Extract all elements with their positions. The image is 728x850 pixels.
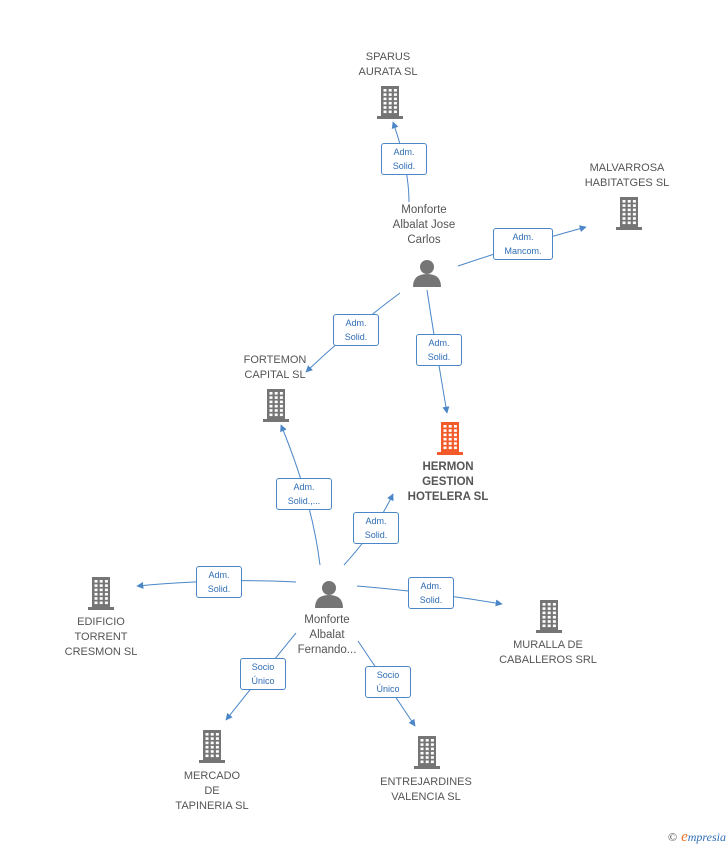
- building-icon: [536, 600, 562, 633]
- company-label-mercado[interactable]: MERCADO DE TAPINERIA SL: [175, 770, 249, 812]
- brand-footer[interactable]: ©empresia: [668, 829, 726, 846]
- edge-label-jose-sparus[interactable]: Adm. Solid.: [381, 143, 427, 175]
- company-label-edificio[interactable]: EDIFICIO TORRENT CRESMON SL: [64, 616, 138, 658]
- company-label-fortemon[interactable]: FORTEMON CAPITAL SL: [243, 354, 307, 381]
- person-label-fernando[interactable]: Monforte Albalat Fernando...: [297, 614, 357, 656]
- edge-label-fernando-hermon[interactable]: Adm. Solid.: [353, 512, 399, 544]
- brand-name: mpresia: [687, 830, 726, 844]
- company-label-muralla[interactable]: MURALLA DE CABALLEROS SRL: [499, 639, 597, 666]
- company-label-entrejardines[interactable]: ENTREJARDINES VALENCIA SL: [380, 776, 472, 803]
- brand-initial: e: [681, 829, 688, 845]
- edge-label-fernando-muralla[interactable]: Adm. Solid.: [408, 577, 454, 609]
- building-icon: [88, 577, 114, 610]
- person-label-jose[interactable]: Monforte Albalat Jose Carlos: [392, 204, 456, 246]
- edge-label-fernando-entrejardines[interactable]: Socio Único: [365, 666, 411, 698]
- building-icon: [414, 736, 440, 769]
- company-label-malvarrosa[interactable]: MALVARROSA HABITATGES SL: [584, 162, 670, 189]
- edge-label-fernando-edificio[interactable]: Adm. Solid.: [196, 566, 242, 598]
- building-icon: [437, 422, 463, 455]
- edge-label-jose-malvarrosa[interactable]: Adm. Mancom.: [493, 228, 553, 260]
- building-icon: [263, 389, 289, 422]
- person-icon: [413, 260, 441, 287]
- person-icon: [315, 581, 343, 608]
- edge-label-jose-hermon[interactable]: Adm. Solid.: [416, 334, 462, 366]
- company-label-hermon[interactable]: HERMON GESTION HOTELERA SL: [407, 461, 489, 503]
- company-label-sparus[interactable]: SPARUS AURATA SL: [358, 51, 418, 78]
- edge-label-jose-fortemon[interactable]: Adm. Solid.: [333, 314, 379, 346]
- edge-label-fernando-fortemon[interactable]: Adm. Solid.,...: [276, 478, 332, 510]
- building-icon: [199, 730, 225, 763]
- building-icon: [377, 86, 403, 119]
- edge-label-fernando-mercado[interactable]: Socio Único: [240, 658, 286, 690]
- copyright-symbol: ©: [667, 830, 678, 844]
- building-icon: [616, 197, 642, 230]
